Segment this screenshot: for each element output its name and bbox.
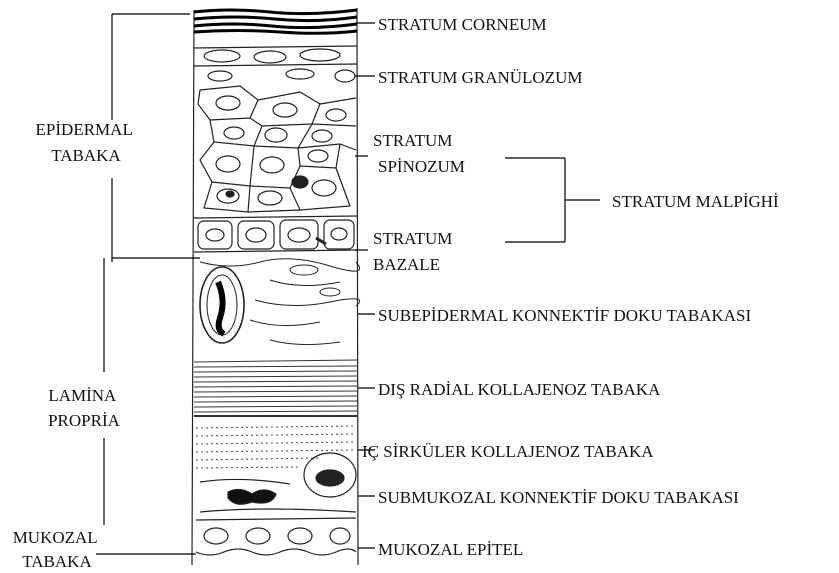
left-brackets: [96, 14, 200, 554]
subepidermal-tissue: [200, 259, 360, 345]
mukozal-epitel-label: MUKOZAL EPİTEL: [378, 540, 523, 559]
stratum-corneum-label: STRATUM CORNEUM: [378, 15, 547, 34]
subepidermal-label: SUBEPİDERMAL KONNEKTİF DOKU TABAKASI: [378, 306, 751, 325]
stratum-malpighi-label: STRATUM MALPİGHİ: [612, 192, 779, 211]
stratum-spinozum-label: STRATUM SPİNOZUM: [373, 131, 465, 176]
stratum-bazale-label: STRATUM BAZALE: [373, 229, 457, 274]
lamina-propria-label: LAMİNA PROPRİA: [48, 386, 121, 430]
sirkuler-collagen-band: [196, 426, 355, 468]
mukozal-epitel-cells: [196, 518, 356, 555]
stratum-granulozum-label: STRATUM GRANÜLOZUM: [378, 68, 582, 87]
tissue-column: [192, 8, 360, 565]
submukozal-label: SUBMUKOZAL KONNEKTİF DOKU TABAKASI: [378, 488, 739, 507]
submukozal-tissue: [200, 453, 356, 512]
spinozum-cells: [198, 86, 356, 212]
dis-radial-label: DIŞ RADİAL KOLLAJENOZ TABAKA: [378, 380, 661, 399]
bazale-cells: [194, 216, 357, 252]
mukozal-tabaka-label: MUKOZAL TABAKA: [13, 528, 102, 571]
radial-collagen-band: [194, 360, 357, 416]
corneum-band: [194, 10, 357, 33]
epidermal-label: EPİDERMAL TABAKA: [36, 120, 137, 165]
granulozum-cells: [194, 46, 357, 82]
malpighi-bracket: [505, 158, 600, 242]
ic-sirkuler-label: IÇ SİRKÜLER KOLLAJENOZ TABAKA: [362, 442, 654, 461]
